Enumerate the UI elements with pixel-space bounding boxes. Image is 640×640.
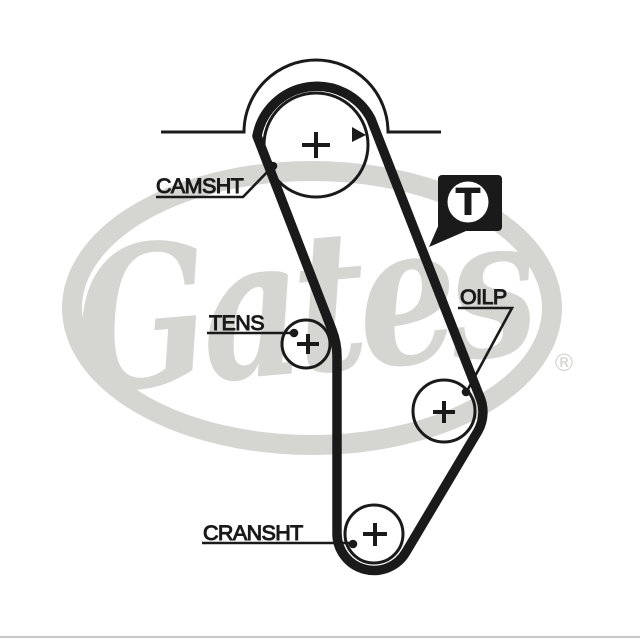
tensioner-center-mark	[297, 334, 319, 354]
crankshaft-callout: CRANSHT	[202, 521, 350, 546]
oil-pump-label: OILP	[460, 285, 507, 309]
timing-belt	[252, 81, 488, 576]
watermark-ellipse	[62, 161, 562, 455]
tensioner-callout: TENS	[207, 311, 292, 336]
tensioner-pulley	[280, 318, 332, 370]
registered-trademark-icon: ®	[552, 349, 576, 377]
diagram-linework: CAMSHT TENS OILP CRANSHT	[156, 58, 515, 576]
camshaft-leader-line	[156, 166, 273, 199]
oil-pump-leader-dot	[461, 387, 471, 397]
tensioner-leader-dot	[289, 328, 299, 338]
tensioner-label: TENS	[209, 311, 264, 335]
engine-head-outline	[161, 58, 441, 134]
crankshaft-center-mark	[363, 523, 387, 546]
camshaft-leader-dot	[268, 161, 278, 171]
camshaft-callout: CAMSHT	[156, 166, 273, 199]
crankshaft-pulley	[343, 503, 405, 565]
rotation-arrow-icon	[352, 127, 366, 142]
timing-mark-badge: T	[429, 175, 502, 247]
oil-pump-callout: OILP	[458, 285, 515, 392]
camshaft-label: CAMSHT	[156, 174, 244, 198]
timing-mark-letter: T	[455, 181, 481, 224]
crankshaft-leader-dot	[348, 539, 358, 549]
camshaft-center-mark	[302, 132, 330, 158]
oil-pump-leader-line	[458, 306, 515, 392]
oil-pump-pulley	[411, 378, 477, 444]
crankshaft-label: CRANSHT	[203, 521, 303, 545]
badge-circle	[447, 181, 489, 223]
oil-pump-center-mark	[433, 401, 455, 423]
